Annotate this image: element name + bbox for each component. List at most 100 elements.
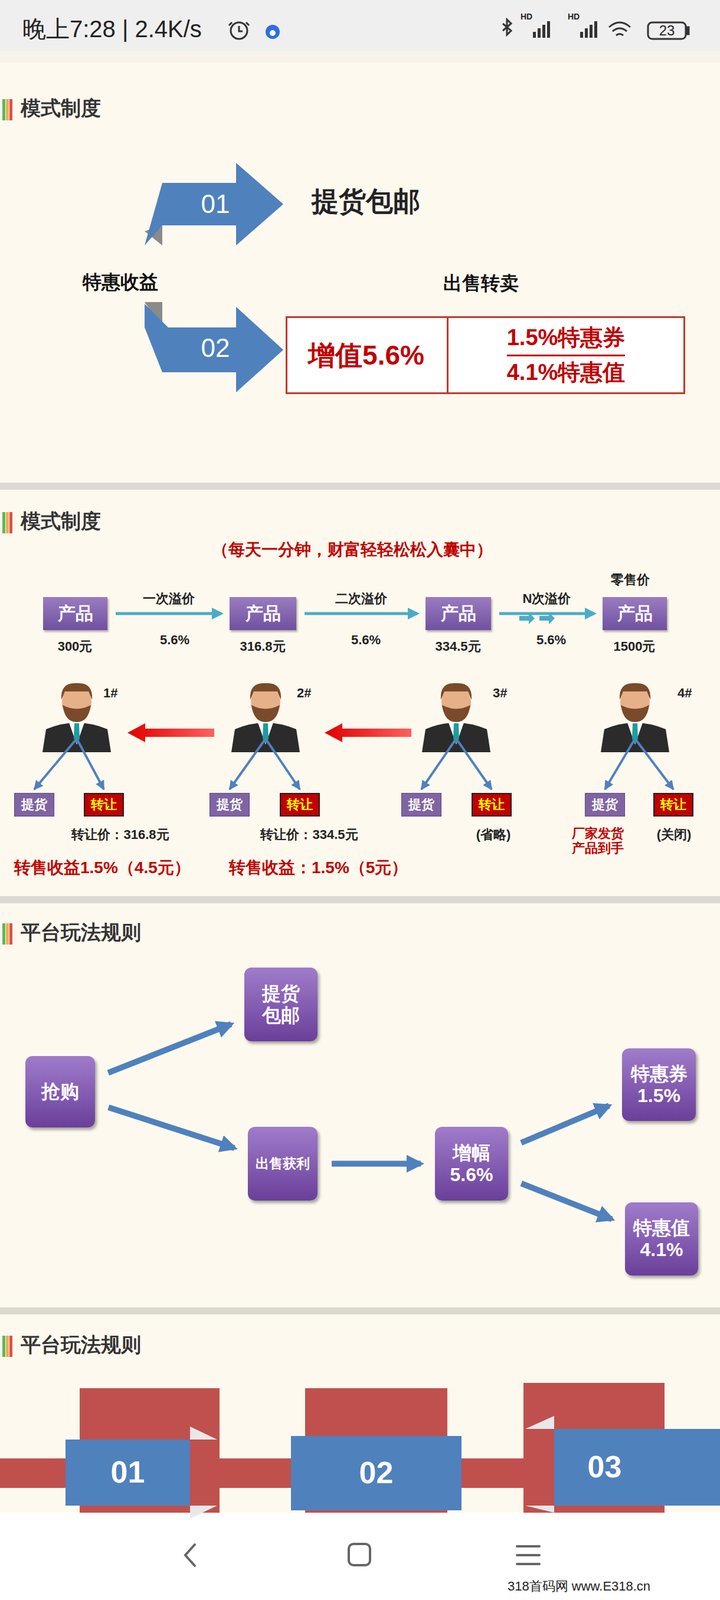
network-tag: HD: [567, 11, 580, 22]
pickup-box: 提货: [584, 793, 625, 817]
ribbon-tab: 02: [290, 1436, 462, 1511]
edge-label: 一次溢价: [142, 590, 195, 608]
value-box: 增值5.6%1.5%特惠券4.1%特惠值: [285, 316, 686, 395]
branch-line: [34, 738, 77, 790]
value-cell: 1.5%特惠券4.1%特惠值: [446, 318, 684, 393]
branch-line: [265, 738, 300, 790]
price: 1500元: [613, 639, 656, 654]
node-text: 提货: [21, 797, 48, 813]
step-box: 提货 包邮: [244, 967, 318, 1042]
product-box: 产品: [43, 597, 108, 631]
flow-arrow: [499, 612, 595, 616]
node-text: 转让: [660, 797, 687, 813]
transfer-box: 转让: [83, 793, 124, 817]
step-box: 抢购: [25, 1056, 96, 1128]
note: 厂家发货 产品到手: [568, 826, 628, 857]
rate: 5.6%: [351, 632, 381, 648]
status-icons: [228, 19, 689, 39]
person-figure: [600, 683, 670, 753]
flow-arrow: [331, 1161, 421, 1168]
step-box: 增幅 5.6%: [434, 1127, 509, 1201]
node-text: 提货: [591, 797, 618, 813]
product-box: 产品: [425, 597, 492, 631]
step-box: 特惠值 4.1%: [624, 1202, 699, 1276]
node-text: 产品: [440, 603, 477, 625]
nav-icons: [185, 1544, 540, 1567]
flow-arrow: [108, 1107, 235, 1149]
node-text: 产品: [245, 603, 281, 625]
transfer-box: 转让: [653, 793, 694, 817]
flow-arrow: [521, 1183, 612, 1220]
price: 316.8元: [239, 639, 286, 654]
ribbon: [0, 1383, 720, 1520]
edge-label: 二次溢价: [335, 590, 388, 608]
person-figures: [42, 683, 670, 753]
node-text: 1.5%特惠券: [506, 325, 626, 352]
price: 334.5元: [434, 639, 481, 654]
person-lines: [34, 738, 674, 790]
node-text: 01: [201, 189, 231, 220]
node-text: 特惠券 1.5%: [626, 1063, 692, 1108]
pickup-box: 提货: [401, 793, 442, 817]
node-text: 提货 包邮: [250, 983, 312, 1027]
person-number: 2#: [296, 685, 312, 701]
watermark: 平台玩法规则: [20, 1333, 142, 1357]
person-number: 1#: [103, 685, 118, 701]
node-text: 02: [201, 333, 231, 364]
node-text: 特惠值 4.1%: [629, 1217, 694, 1262]
branch-line: [421, 738, 457, 790]
branch-line: [76, 738, 104, 790]
network-tag: HD: [520, 11, 533, 22]
node-text: 提货: [408, 797, 435, 813]
red-arrows: [127, 723, 412, 743]
person-number: 3#: [492, 685, 507, 701]
person-figure: [231, 683, 300, 753]
separator: [0, 896, 720, 904]
option-label: 出售转卖: [443, 272, 519, 295]
separator: [0, 1307, 720, 1315]
status-bar: [0, 0, 720, 51]
step-box: 出售获利: [247, 1127, 318, 1201]
section-title: 转售收益：1.5%（5元）: [228, 858, 408, 878]
pickup-box: 提货: [14, 793, 55, 817]
node-text: 产品: [617, 603, 653, 625]
battery-level: 23: [659, 22, 676, 39]
product-box: 产品: [602, 597, 667, 631]
header-stripes: [2, 99, 13, 1358]
separator: [0, 482, 720, 490]
node-text: 抢购: [41, 1081, 80, 1104]
branch-line: [635, 738, 674, 790]
node-text: 提货: [216, 797, 243, 813]
flow-arrow: [115, 612, 222, 616]
profit-note: 转售收益1.5%（4.5元）: [14, 858, 191, 878]
node-text: 4.1%特惠值: [506, 354, 626, 386]
price-caption: 零售价: [610, 572, 650, 588]
transfer-box: 转让: [471, 793, 512, 817]
node-text: 产品: [57, 603, 94, 625]
ribbon-tab: 01: [65, 1440, 191, 1507]
node-text: 转让: [478, 797, 505, 813]
flow-arrow: [108, 1024, 231, 1073]
rate: 5.6%: [536, 632, 566, 648]
group-label: 特惠收益: [82, 271, 159, 294]
node-text: 转让: [90, 797, 117, 813]
slogan: （每天一分钟，财富轻轻松松入囊中）: [211, 540, 493, 560]
note: (省略): [476, 827, 512, 843]
ribbon-tab: 03: [554, 1429, 720, 1507]
rate: 5.6%: [159, 632, 190, 648]
person-figure: [42, 683, 111, 753]
profit-note: (关闭): [656, 827, 692, 843]
section-title: 平台玩法规则: [20, 921, 142, 945]
node-text: 转让: [286, 797, 313, 813]
flow-arrow: [304, 612, 418, 616]
step-box: 特惠券 1.5%: [622, 1048, 696, 1122]
label: 318首码网 www.E318.cn: [507, 1579, 651, 1595]
price: 300元: [57, 639, 93, 654]
arrow-shape: 02: [144, 303, 284, 393]
branch-line: [456, 738, 492, 790]
arrow-shape: 01: [144, 162, 284, 246]
edge-label: N次溢价: [522, 590, 572, 608]
node-text: 出售获利: [255, 1156, 310, 1172]
pickup-box: 提货: [209, 793, 250, 817]
flow-arrow: [521, 1105, 610, 1144]
